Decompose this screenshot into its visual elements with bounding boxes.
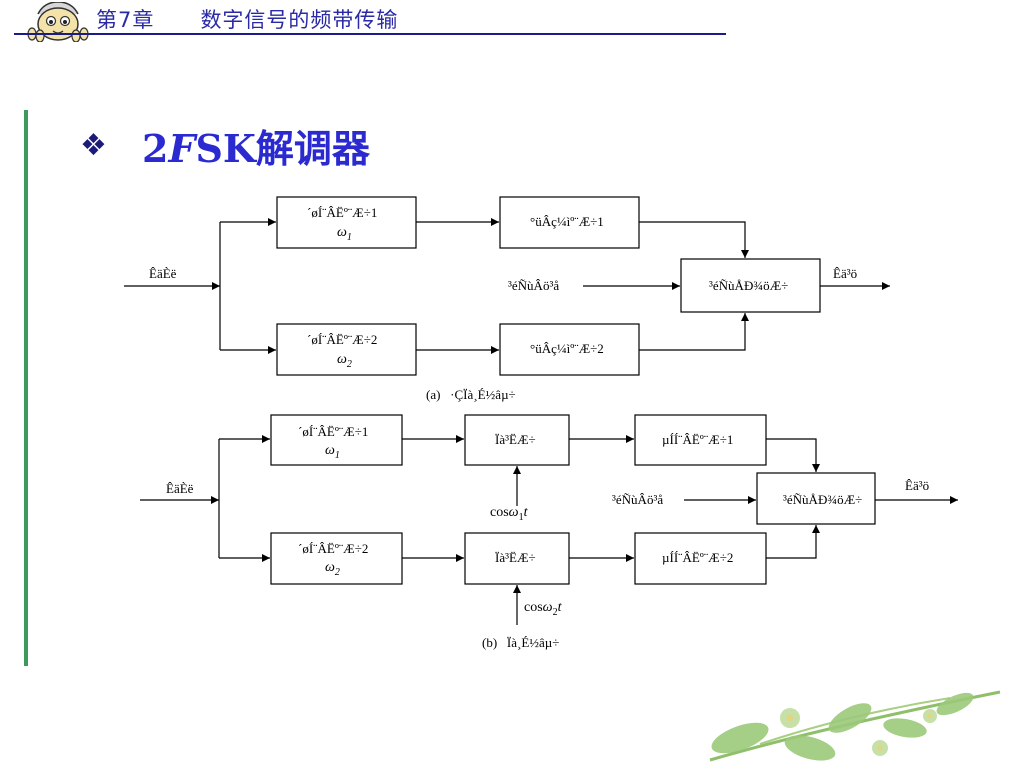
a-sample-label: ³éÑùÂö³å: [508, 278, 559, 293]
leaf-decoration: [709, 690, 1001, 762]
header-rule: [14, 33, 726, 35]
header-title: 第7章 数字信号的频带传输: [96, 4, 398, 34]
b-mult2-box: [464, 532, 570, 585]
b-lpf1-to-decision: [766, 438, 820, 472]
b-bpf2-box: [270, 532, 403, 585]
b-mult1-box: [464, 414, 570, 466]
b-lpf2-to-decision: [766, 525, 820, 559]
header-logo: [27, 2, 89, 42]
b-mult2-label: Ïà³ËÆ÷: [495, 550, 536, 565]
b-bpf1-omega: ω1: [325, 443, 340, 461]
a-decision-label: ³éÑùÅÐ¾öÆ÷: [709, 278, 788, 293]
b-lpf2-box: [634, 532, 767, 585]
b-bpf2-label: ´øÍ¨ÂËº¨Æ÷2: [298, 541, 368, 556]
b-decision-box: [756, 472, 876, 525]
b-lpf1-label: µÍÍ¨ÂËº¨Æ÷1: [662, 432, 733, 447]
a-env1-box: [499, 196, 640, 249]
a-env1-label: °üÂç¼ìº¨Æ÷1: [530, 214, 604, 229]
a-input-label: ÊäÈë: [149, 266, 177, 281]
bullet-icon: ❖: [80, 128, 107, 163]
chapter-title: 数字信号的频带传输: [200, 8, 399, 32]
a-env2-box: [499, 323, 640, 376]
b-decision-label: ³éÑùÅÐ¾öÆ÷: [783, 492, 862, 507]
slide-title: 2FSK解调器: [142, 118, 370, 173]
a-bpf2-label: ´øÍ¨ÂËº¨Æ÷2: [307, 332, 377, 347]
a-caption: (a) ·ÇÏà¸É½âµ÷: [426, 387, 516, 402]
b-lpf2-label: µÍÍ¨ÂËº¨Æ÷2: [662, 550, 733, 565]
a-bpf1-omega: ω1: [337, 225, 352, 243]
a-decision-box: [680, 258, 821, 313]
b-input-label: ÊäÈë: [166, 481, 194, 496]
b-sample-label: ³éÑùÂö³å: [612, 492, 663, 507]
b-lpf1-box: [634, 414, 767, 466]
title-suffix: SK解调器: [195, 126, 370, 171]
a-bpf1-box: [276, 196, 417, 249]
a-bpf2-omega: ω2: [337, 352, 352, 370]
a-env2-label: °üÂç¼ìº¨Æ÷2: [530, 341, 604, 356]
a-bpf1-label: ´øÍ¨ÂËº¨Æ÷1: [307, 205, 377, 220]
a-env2-to-decision: [639, 313, 749, 351]
b-carrier1-label: cosω1t: [490, 505, 529, 523]
a-output-label: Êä³ö: [833, 266, 857, 281]
b-mult1-label: Ïà³ËÆ÷: [495, 432, 536, 447]
b-carrier2-label: cosω2t: [524, 600, 563, 618]
b-bpf1-box: [270, 414, 403, 466]
side-accent-bar: [24, 110, 28, 666]
b-caption: (b) Ïà¸É½âµ÷: [482, 635, 559, 650]
title-italic: F: [168, 126, 196, 171]
a-bpf2-box: [276, 323, 417, 376]
chapter-label: 第7章: [96, 8, 155, 32]
a-env1-to-decision: [639, 221, 749, 258]
b-bpf1-label: ´øÍ¨ÂËº¨Æ÷1: [298, 424, 368, 439]
title-prefix: 2: [142, 126, 169, 171]
b-output-label: Êä³ö: [905, 478, 929, 493]
b-bpf2-omega: ω2: [325, 560, 340, 578]
